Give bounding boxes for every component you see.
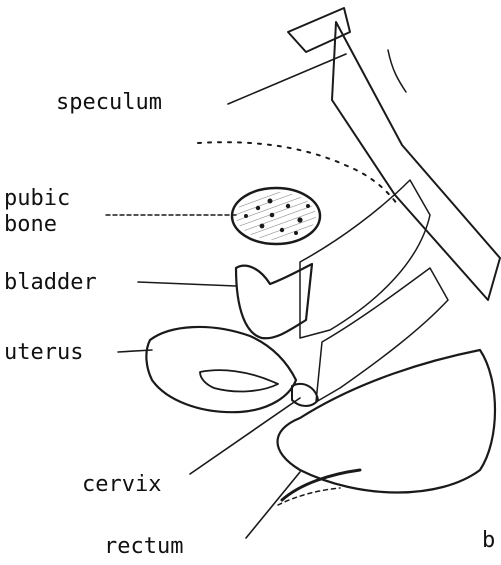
rectum-label: rectum <box>104 536 183 558</box>
pubic-bone-shape <box>232 188 320 244</box>
leader-bladder <box>138 282 236 286</box>
panel-letter-label: b <box>482 530 495 552</box>
vaginal-wall-line <box>198 142 398 205</box>
leader-rectum <box>246 472 300 538</box>
speculum-shape <box>288 8 500 300</box>
bladder-label: bladder <box>4 272 97 294</box>
uterus-shape <box>146 327 296 412</box>
posterior-wall <box>316 268 448 402</box>
cervix-label: cervix <box>82 474 161 496</box>
leader-speculum <box>228 54 346 104</box>
pubic-bone-label: pubic bone <box>4 186 70 238</box>
rectum-shape <box>278 350 496 505</box>
speculum-label: speculum <box>56 92 162 114</box>
uterus-label: uterus <box>4 342 83 364</box>
cervix-shape <box>292 384 318 406</box>
